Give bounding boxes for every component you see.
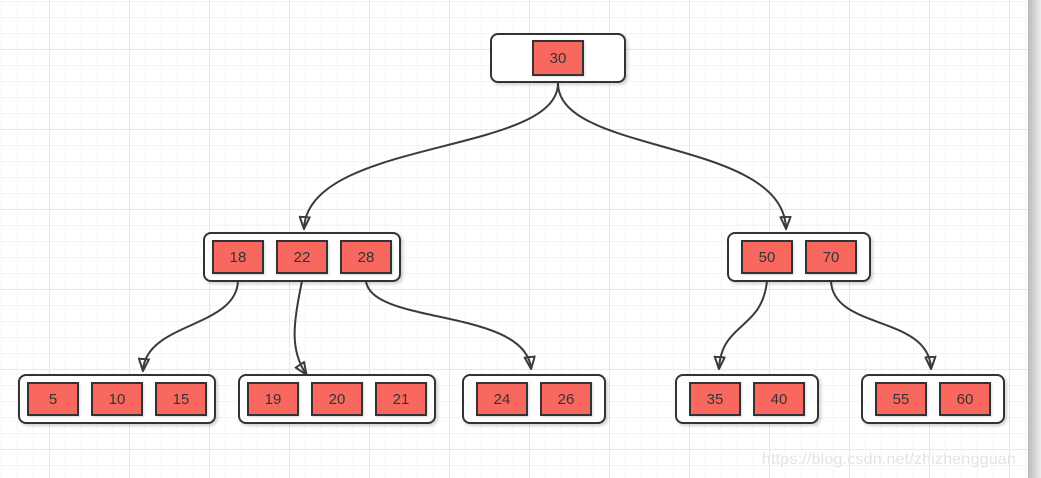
edge-root-to-internal-left — [304, 82, 559, 228]
btree-key-cell: 5 — [27, 382, 79, 416]
btree-key-cell: 60 — [939, 382, 991, 416]
edge-key70-to-leaf-5 — [830, 280, 931, 368]
btree-key-cell: 15 — [155, 382, 207, 416]
btree-node-leaf-3: 24 26 — [462, 374, 606, 424]
btree-key-cell: 28 — [340, 240, 392, 274]
edge-key18-to-leaf-1 — [143, 280, 239, 370]
btree-key-cell: 35 — [689, 382, 741, 416]
btree-node-internal-right: 50 70 — [727, 232, 871, 282]
btree-key-cell: 24 — [476, 382, 528, 416]
btree-node-internal-left: 18 22 28 — [203, 232, 401, 282]
btree-key-cell: 21 — [375, 382, 427, 416]
page-edge-shadow — [1028, 0, 1041, 478]
btree-node-leaf-1: 5 10 15 — [18, 374, 216, 424]
btree-key-cell: 50 — [741, 240, 793, 274]
btree-key-cell: 19 — [247, 382, 299, 416]
btree-key-cell: 10 — [91, 382, 143, 416]
edge-key28-to-leaf-3 — [365, 280, 531, 368]
btree-key-cell: 30 — [532, 40, 584, 76]
csdn-watermark: https://blog.csdn.net/zhizhengguan — [761, 451, 1016, 468]
btree-node-leaf-5: 55 60 — [861, 374, 1005, 424]
btree-node-root: 30 — [490, 33, 626, 83]
edge-key50-to-leaf-4 — [719, 280, 768, 368]
btree-key-cell: 70 — [805, 240, 857, 274]
btree-key-cell: 22 — [276, 240, 328, 274]
btree-key-cell: 20 — [311, 382, 363, 416]
btree-key-cell: 18 — [212, 240, 264, 274]
btree-key-cell: 26 — [540, 382, 592, 416]
edge-key22-to-leaf-2 — [293, 280, 306, 374]
btree-key-cell: 55 — [875, 382, 927, 416]
btree-node-leaf-2: 19 20 21 — [238, 374, 436, 424]
btree-key-cell: 40 — [753, 382, 805, 416]
btree-node-leaf-4: 35 40 — [675, 374, 819, 424]
edge-root-to-internal-right — [557, 82, 786, 228]
